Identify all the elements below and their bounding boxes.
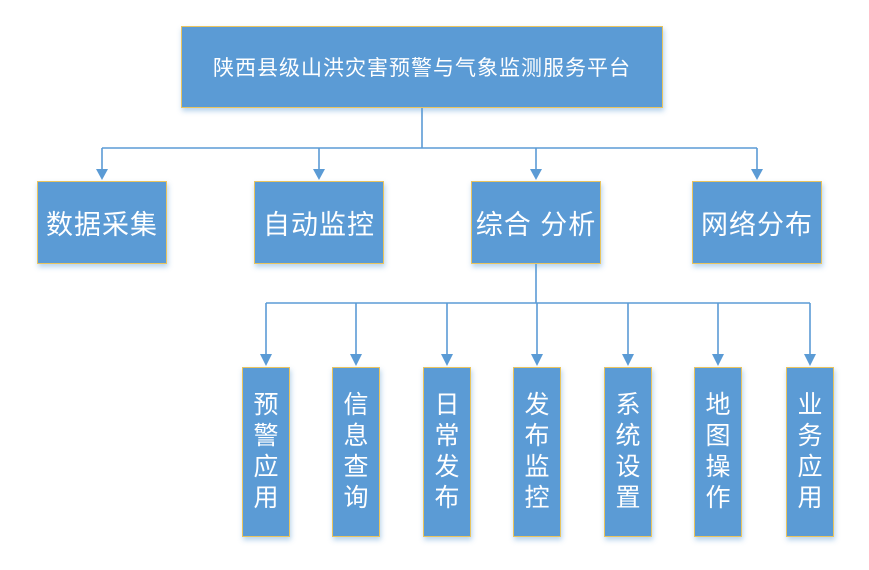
node-map-operation: 地图操作 [694,367,742,537]
node-label: 业务应用 [797,391,823,512]
node-label: 信息查询 [343,391,369,512]
arrow-down-icon [712,354,724,366]
arrow-down-icon [804,354,816,366]
node-label: 日常发布 [434,391,460,512]
node-system-settings: 系统设置 [604,367,652,537]
node-network-distribution: 网络分布 [692,181,822,264]
arrow-down-icon [350,354,362,366]
level3-connector-drops [265,303,811,355]
node-label: 自动监控 [263,210,375,240]
node-label: 网络分布 [701,210,813,240]
arrow-down-icon [622,354,634,366]
arrow-down-icon [96,169,108,180]
node-auto-monitoring: 自动监控 [254,181,384,264]
node-label: 陕西县级山洪灾害预警与气象监测服务平台 [213,57,631,80]
node-label: 数据采集 [46,210,158,240]
node-info-query: 信息查询 [332,367,380,537]
level2-connector-rail [102,108,757,149]
node-label: 综合 分析 [475,210,597,240]
node-label: 发布监控 [524,391,550,512]
node-label: 地图操作 [705,391,731,512]
node-warning-application: 预警应用 [242,367,290,537]
arrow-down-icon [441,354,453,366]
arrow-down-icon [313,169,325,180]
arrow-down-icon [260,354,272,366]
node-label: 系统设置 [615,391,641,512]
node-data-collection: 数据采集 [37,181,167,264]
node-platform-title: 陕西县级山洪灾害预警与气象监测服务平台 [181,26,663,108]
node-label: 预警应用 [253,391,279,512]
level3-connector-rail [266,264,810,304]
node-business-application: 业务应用 [786,367,834,537]
arrow-down-icon [531,354,543,366]
node-daily-release: 日常发布 [423,367,471,537]
node-release-monitoring: 发布监控 [513,367,561,537]
arrow-down-icon [751,169,763,180]
node-comprehensive-analysis: 综合 分析 [471,181,601,264]
level2-connector-drops [101,148,758,170]
arrow-down-icon [530,169,542,180]
